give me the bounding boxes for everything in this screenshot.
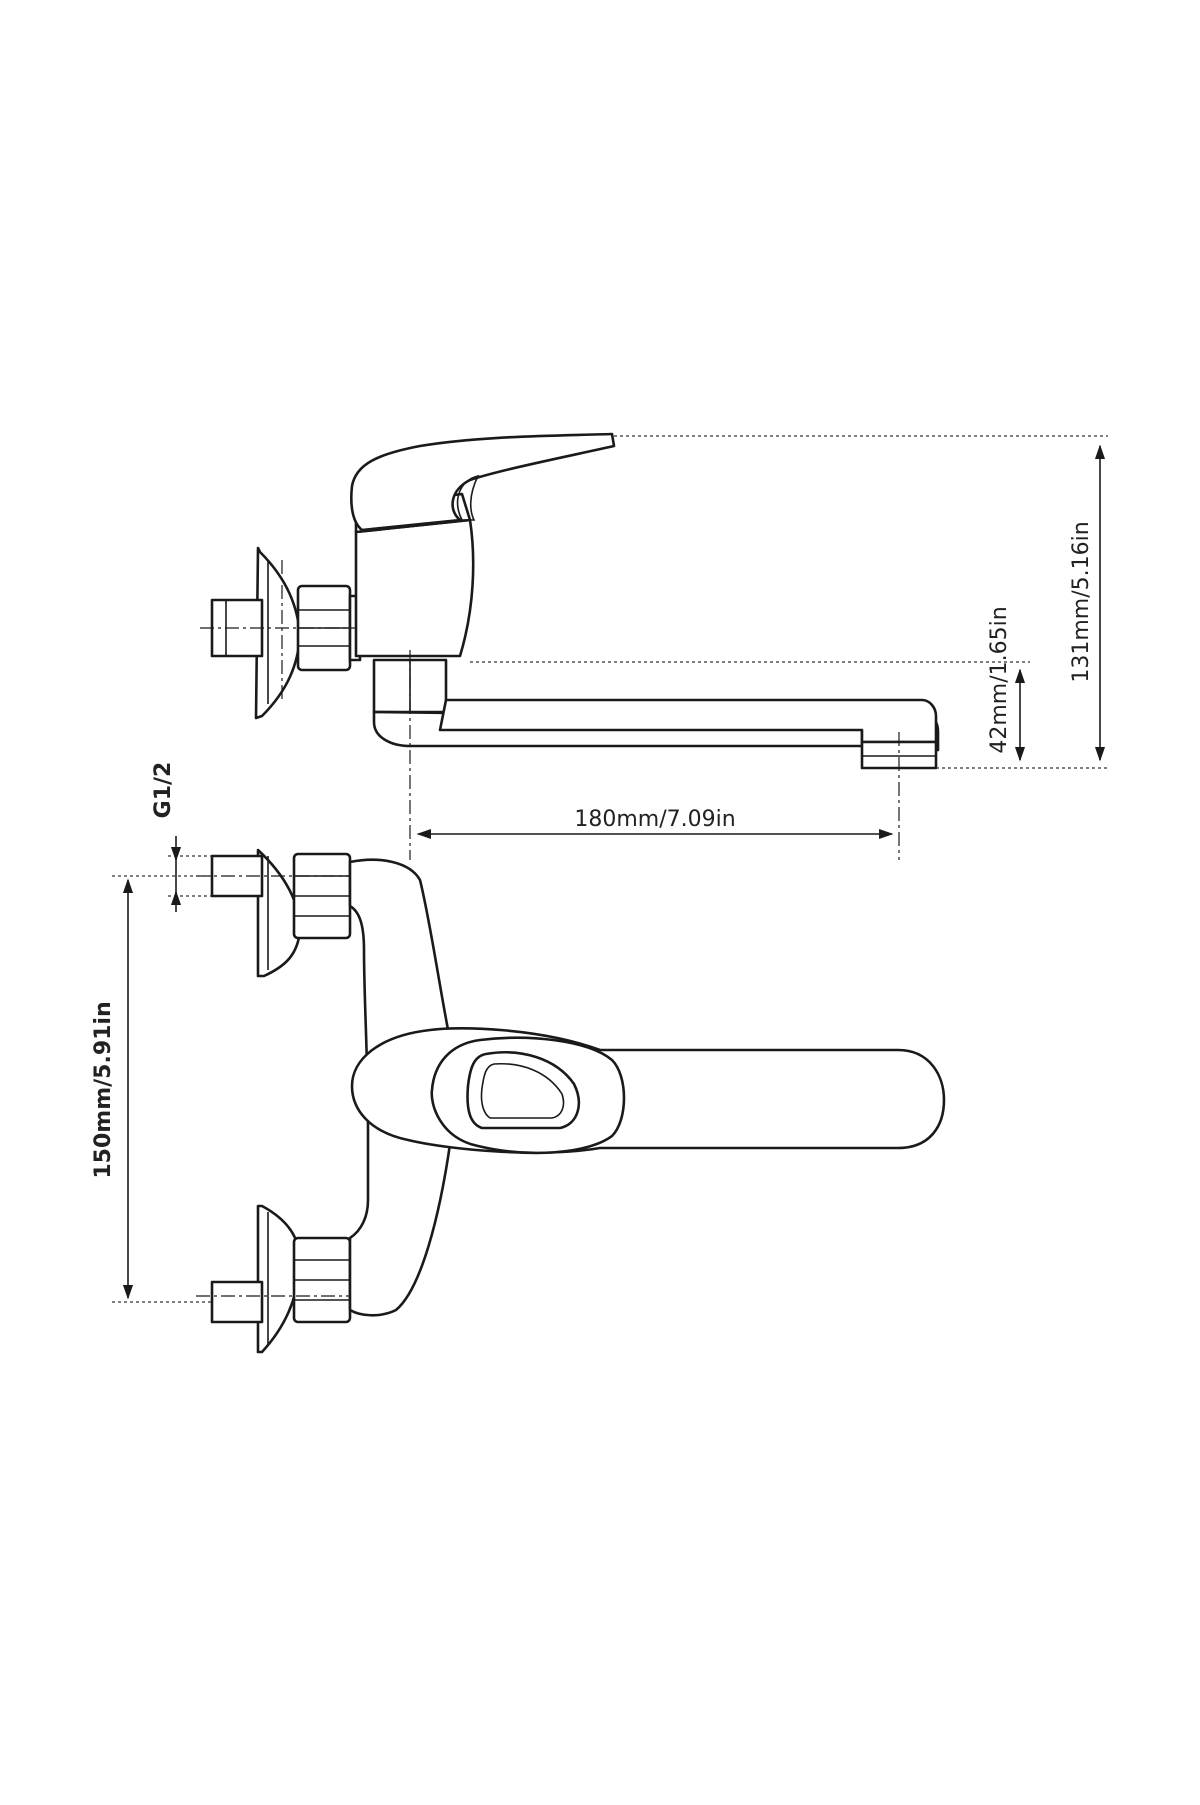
dim-thread: G1/2 (151, 762, 182, 912)
top-inlet-lower (210, 1280, 264, 1324)
dim-thread-label: G1/2 (151, 762, 176, 819)
dim-spout-reach: 180mm/7.09in (416, 807, 894, 840)
dim-spout-height-label: 42mm/1.65in (987, 606, 1012, 753)
dim-spout-reach-label: 180mm/7.09in (574, 807, 735, 832)
dim-inlet-spacing: 150mm/5.91in (91, 878, 134, 1300)
dim-inlet-spacing-label: 150mm/5.91in (91, 1001, 116, 1178)
top-view (112, 848, 946, 1354)
side-view (200, 432, 1108, 860)
top-lever-window (466, 1051, 581, 1130)
dim-total-height-label: 131mm/5.16in (1069, 521, 1094, 682)
top-lever-window-inner (480, 1062, 565, 1119)
side-lever-handle (350, 432, 616, 532)
side-mixer-body (354, 518, 475, 658)
side-spout-tube (438, 698, 938, 744)
dim-spout-height: 42mm/1.65in (987, 606, 1026, 762)
side-lever-groove (456, 474, 480, 521)
dim-total-height: 131mm/5.16in (1069, 444, 1106, 762)
